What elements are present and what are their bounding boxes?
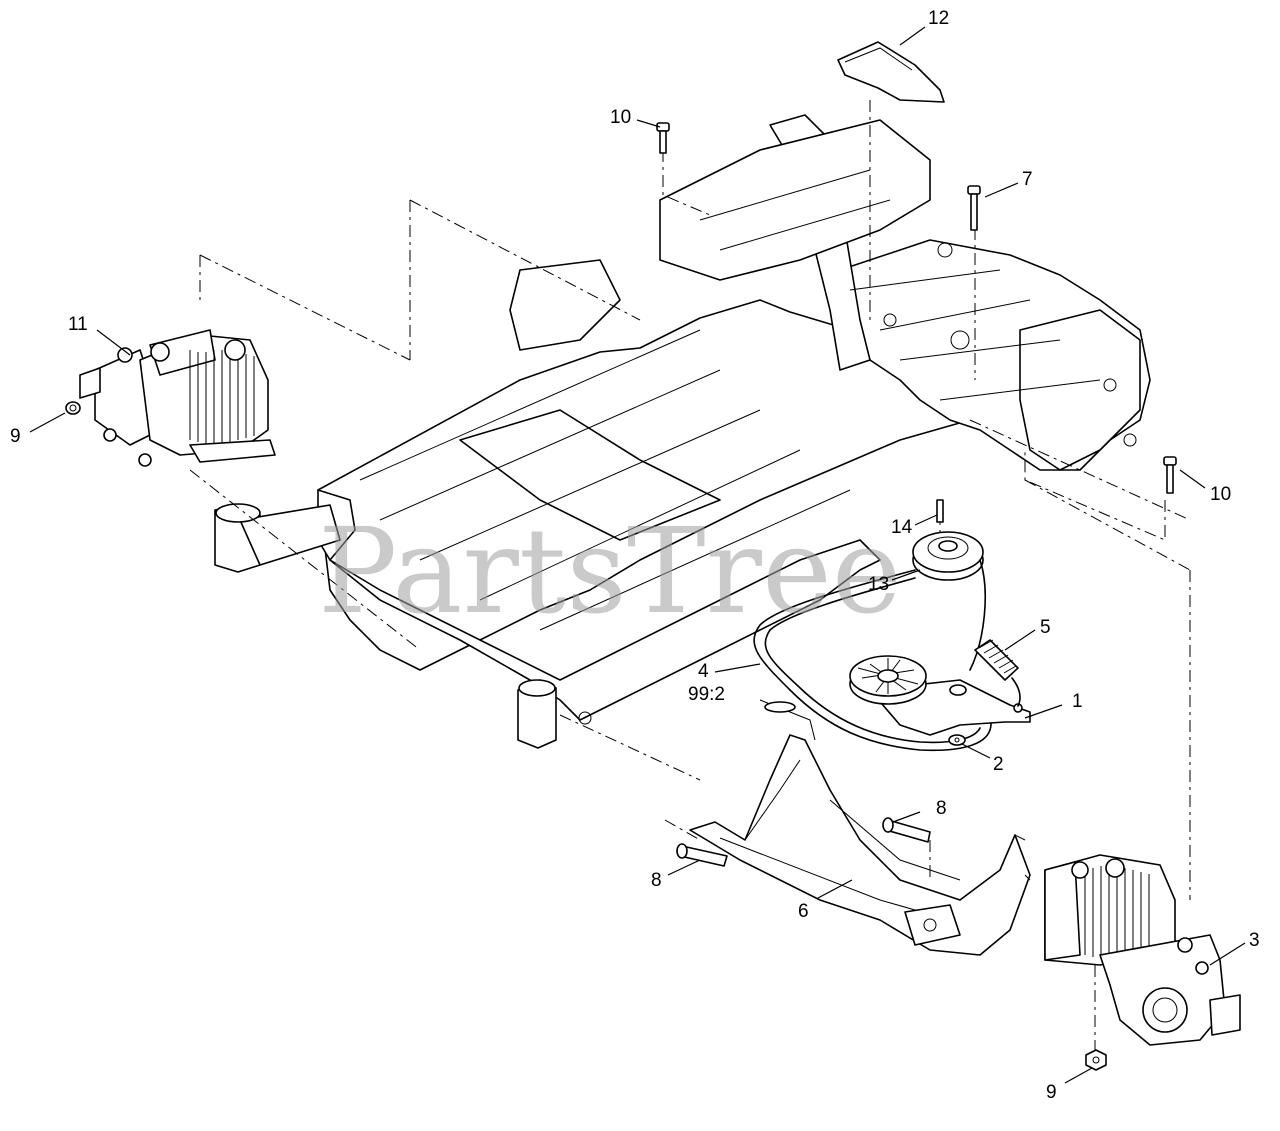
callout-2: 2 (993, 754, 1004, 775)
main-frame (214, 114, 1151, 749)
callout-leaders (29, 26, 1246, 1084)
nut-part (65, 401, 81, 415)
mount-bracket-part (689, 699, 1031, 956)
callout-3: 3 (1249, 930, 1260, 951)
callout-8b: 8 (651, 870, 662, 891)
tension-spring-part (974, 639, 1021, 707)
watermark-text: PartsTree (318, 502, 902, 640)
callout-1: 1 (1072, 691, 1083, 712)
callout-5: 5 (1040, 617, 1051, 638)
callout-6: 6 (798, 901, 809, 922)
assembly-lines (189, 100, 1191, 1060)
callout-7: 7 (1022, 169, 1033, 190)
callout-4-qty: 99:2 (688, 684, 725, 705)
callout-labels: 1 2 3 4 99:2 5 6 7 8 8 9 9 10 10 11 12 1… (10, 8, 1260, 1103)
callout-10a: 10 (610, 107, 631, 128)
nut-part (1085, 1049, 1107, 1071)
drive-pulley-part (912, 531, 984, 581)
callout-13: 13 (868, 574, 889, 595)
callout-9a: 9 (10, 426, 21, 447)
callout-11: 11 (68, 314, 88, 335)
idler-nut-part (948, 734, 966, 746)
callout-12: 12 (928, 8, 949, 29)
callout-8a: 8 (936, 798, 947, 819)
mount-bolt-part (882, 817, 931, 843)
mount-bolt-part (676, 843, 728, 867)
callout-9b: 9 (1046, 1082, 1057, 1103)
bolt-part (656, 122, 670, 154)
callout-14: 14 (891, 517, 913, 538)
long-bolt-part (967, 185, 981, 231)
idler-arm-part (849, 655, 1031, 736)
right-transaxle-part (1044, 854, 1241, 1046)
callout-10b: 10 (1210, 484, 1231, 505)
drive-belt-part (753, 559, 992, 752)
pin-part (936, 499, 944, 523)
callout-4: 4 (698, 661, 709, 682)
bolt-part (1163, 456, 1177, 494)
left-transaxle-part (79, 329, 276, 467)
heat-shield-part (837, 41, 945, 103)
